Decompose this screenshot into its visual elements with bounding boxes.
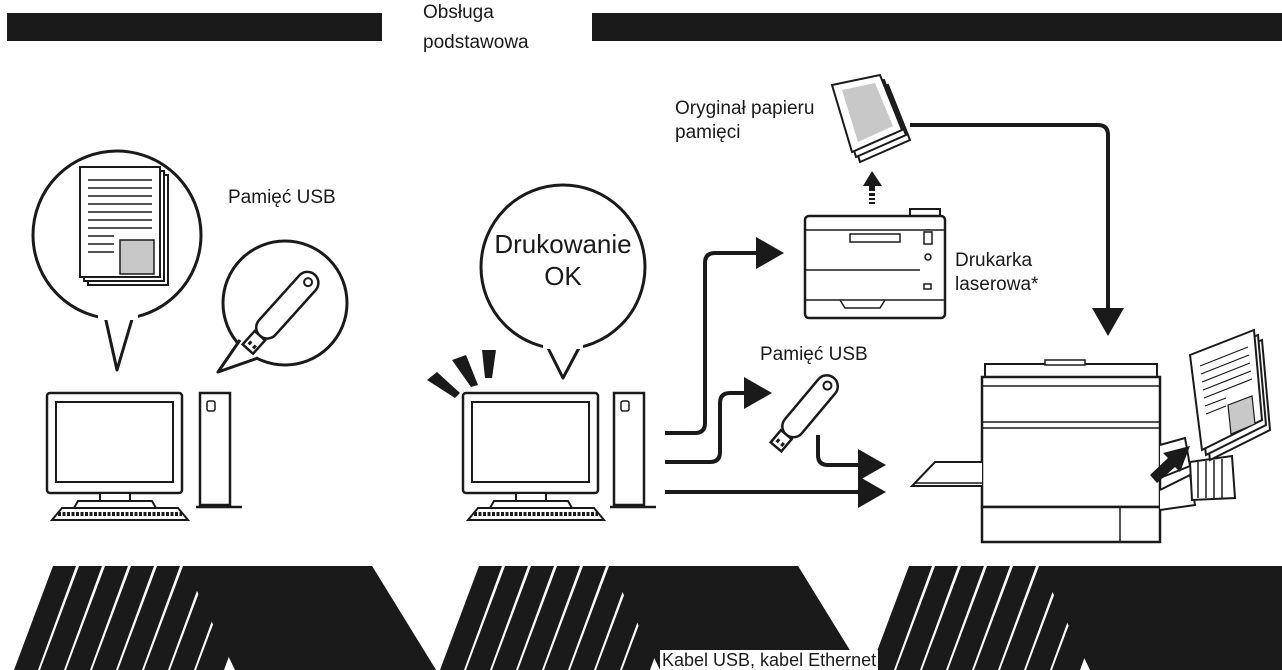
paper-original-label-line2: pamięci — [675, 122, 741, 143]
header-title-line1: Obsługa — [423, 2, 494, 23]
line-to-laser-printer — [665, 237, 784, 435]
usb-stick-mid-icon — [768, 374, 840, 454]
usb-stick-icon — [240, 270, 320, 356]
line-to-usb-mid — [665, 377, 772, 464]
output-arrow — [1150, 446, 1190, 483]
header-bar-right — [592, 13, 1282, 41]
usb-bubble — [216, 239, 349, 374]
print-ok-bubble — [479, 183, 647, 380]
usb-memory-label-left: Pamięć USB — [228, 187, 336, 208]
flow-arrow-1 — [14, 566, 436, 670]
print-ok-line1: Drukowanie — [494, 229, 632, 259]
attention-marks — [427, 350, 496, 398]
paper-original-icon — [830, 73, 912, 164]
header-bar-left — [7, 13, 382, 41]
computer-left — [45, 391, 242, 521]
laser-printer-label-line1: Drukarka — [955, 250, 1033, 271]
cable-note: Kabel USB, kabel Ethernet — [660, 650, 879, 670]
print-ok-line2: OK — [544, 261, 582, 291]
duplicator-machine-icon — [909, 359, 1237, 544]
usb-memory-label-mid: Pamięć USB — [760, 344, 868, 365]
printed-copies-icon — [1188, 328, 1272, 462]
computer-mid — [461, 391, 656, 521]
up-arrow — [863, 171, 882, 204]
line-paper-to-duplicator — [910, 123, 1124, 336]
document-icon — [79, 166, 169, 286]
laser-printer-icon — [803, 208, 947, 320]
laser-printer-label-line2: laserowa* — [955, 274, 1039, 295]
header-title-line2: podstawowa — [423, 32, 529, 53]
line-usb-to-duplicator — [816, 435, 886, 481]
paper-original-label-line1: Oryginał papieru — [675, 98, 815, 119]
flow-arrow-3 — [870, 566, 1282, 670]
document-bubble — [31, 149, 203, 372]
flow-arrow-2 — [440, 566, 862, 670]
